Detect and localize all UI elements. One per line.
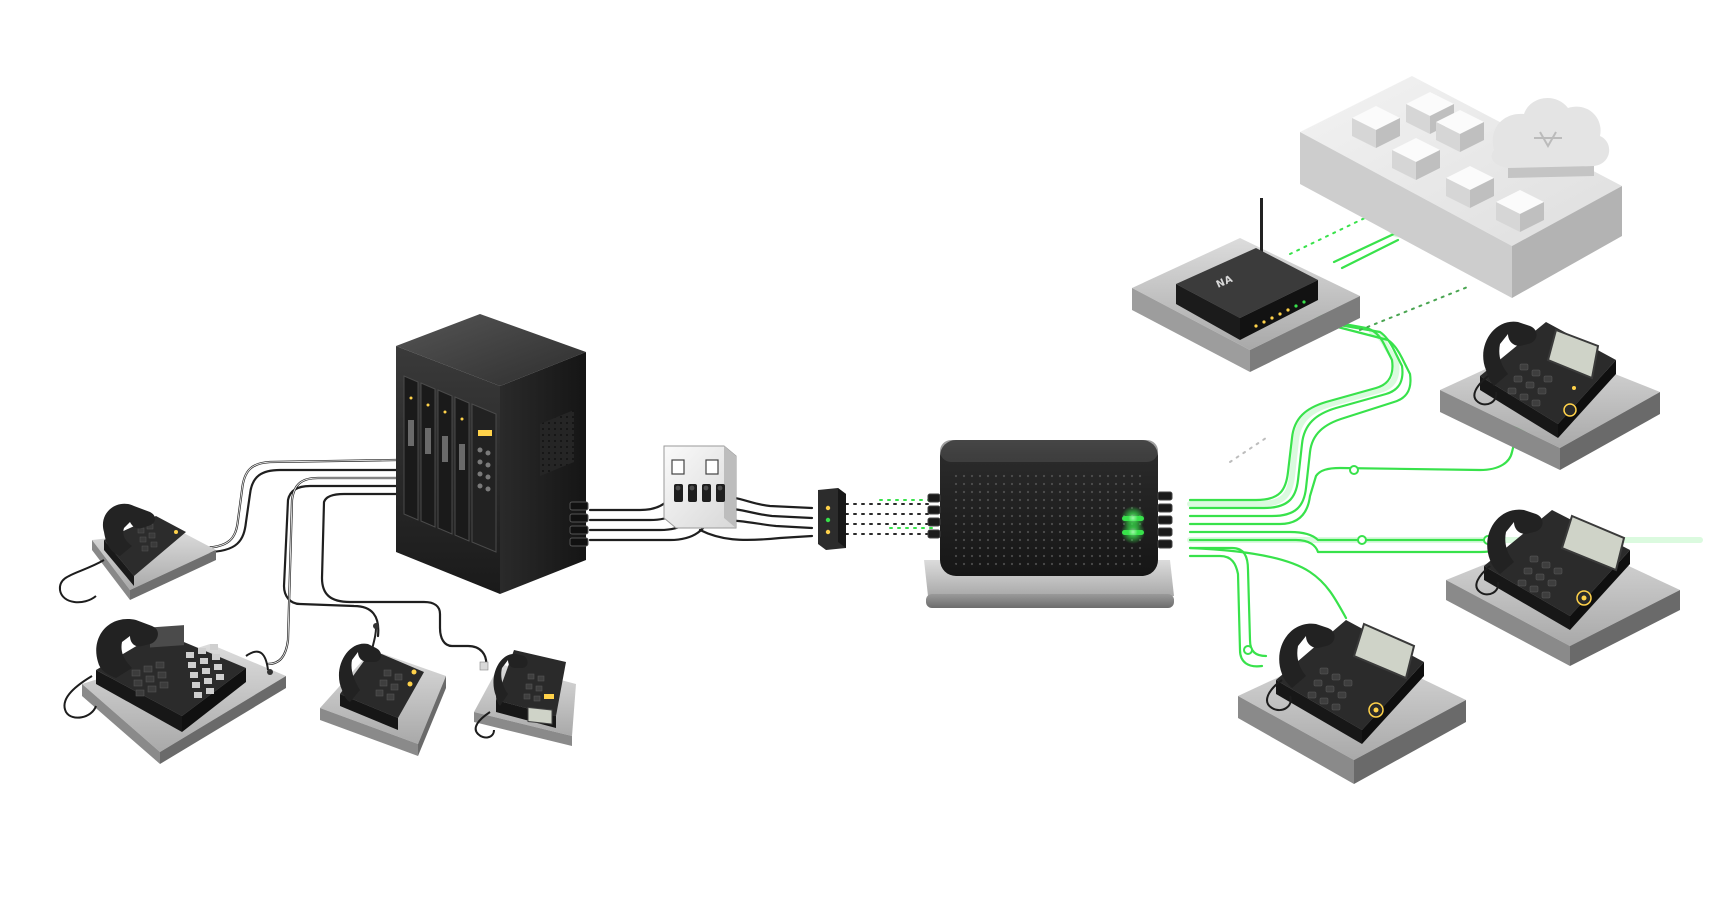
adapter-icon <box>818 488 846 550</box>
cloud-icon <box>1491 97 1610 178</box>
cloud-server-rack-icon <box>1300 76 1622 298</box>
analog-phone-icon <box>63 619 286 764</box>
ip-phone-icon <box>1440 321 1660 470</box>
analog-phone-icon <box>474 650 576 746</box>
ip-phone-icon <box>1238 620 1466 784</box>
router-icon: NA <box>1132 198 1360 372</box>
analog-phone-icon <box>320 623 446 756</box>
analog-phone-icon <box>58 503 216 604</box>
ip-phone-icon <box>1446 509 1680 666</box>
voip-gateway-icon <box>924 440 1174 608</box>
legacy-pbx-cabinet-icon <box>396 314 589 594</box>
patch-panel-icon <box>663 445 737 529</box>
